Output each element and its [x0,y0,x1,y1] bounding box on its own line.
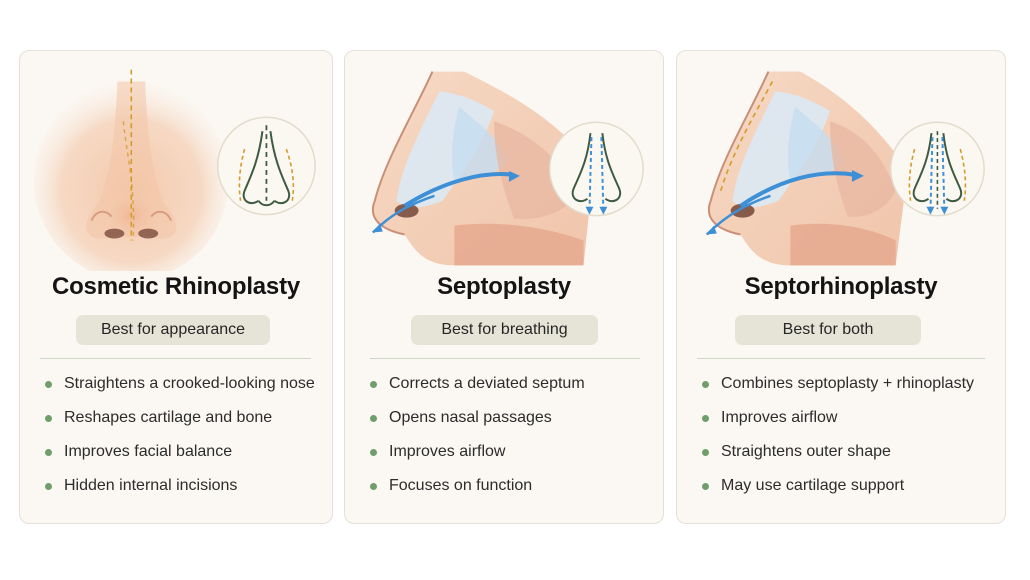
list-item: Straightens outer shape [701,440,999,474]
list-item: Combines septoplasty + rhinoplasty [701,372,999,406]
nasal-cross-section-illustration [371,71,644,266]
list-item: Focuses on function [369,474,657,508]
list-item: Improves airflow [701,406,999,440]
best-for-badge: Best for both [735,315,921,345]
bullet-dot-icon [370,381,377,388]
benefit-list: Corrects a deviated septum Opens nasal p… [369,372,657,508]
airflow-guideline-icon [889,121,985,217]
divider [40,358,311,359]
list-item: Opens nasal passages [369,406,657,440]
procedure-card-septoplasty: Septoplasty Best for breathing Corrects … [344,50,664,524]
list-item: Improves airflow [369,440,657,474]
list-item: Hidden internal incisions [44,474,326,508]
procedure-card-cosmetic-rhinoplasty: Cosmetic Rhinoplasty Best for appearance… [19,50,333,524]
bullet-dot-icon [45,449,52,456]
list-item: Improves facial balance [44,440,326,474]
best-for-badge: Best for breathing [411,315,598,345]
bullet-dot-icon [702,381,709,388]
list-item: Straightens a crooked-looking nose [44,372,326,406]
list-item: Reshapes cartilage and bone [44,406,326,440]
bullet-dot-icon [370,415,377,422]
list-item: May use cartilage support [701,474,999,508]
bullet-dot-icon [370,483,377,490]
card-title: Septoplasty [437,273,571,300]
bullet-dot-icon [702,415,709,422]
card-title: Cosmetic Rhinoplasty [51,273,301,300]
card-title: Septorhinoplasty [744,273,938,300]
bullet-dot-icon [370,449,377,456]
nasal-cross-section-illustration [705,71,985,266]
divider [697,358,985,359]
divider [370,358,640,359]
bullet-dot-icon [702,483,709,490]
list-item: Corrects a deviated septum [369,372,657,406]
airflow-diagram-icon [548,121,644,217]
bullet-dot-icon [702,449,709,456]
best-for-badge: Best for appearance [76,315,270,345]
bullet-dot-icon [45,483,52,490]
bullet-dot-icon [45,415,52,422]
benefit-list: Combines septoplasty + rhinoplasty Impro… [701,372,999,508]
procedure-card-septorhinoplasty: Septorhinoplasty Best for both Combines … [676,50,1006,524]
frontal-nose-illustration [33,69,316,271]
benefit-list: Straightens a crooked-looking nose Resha… [44,372,326,508]
nose-outline-icon [216,116,316,216]
bullet-dot-icon [45,381,52,388]
